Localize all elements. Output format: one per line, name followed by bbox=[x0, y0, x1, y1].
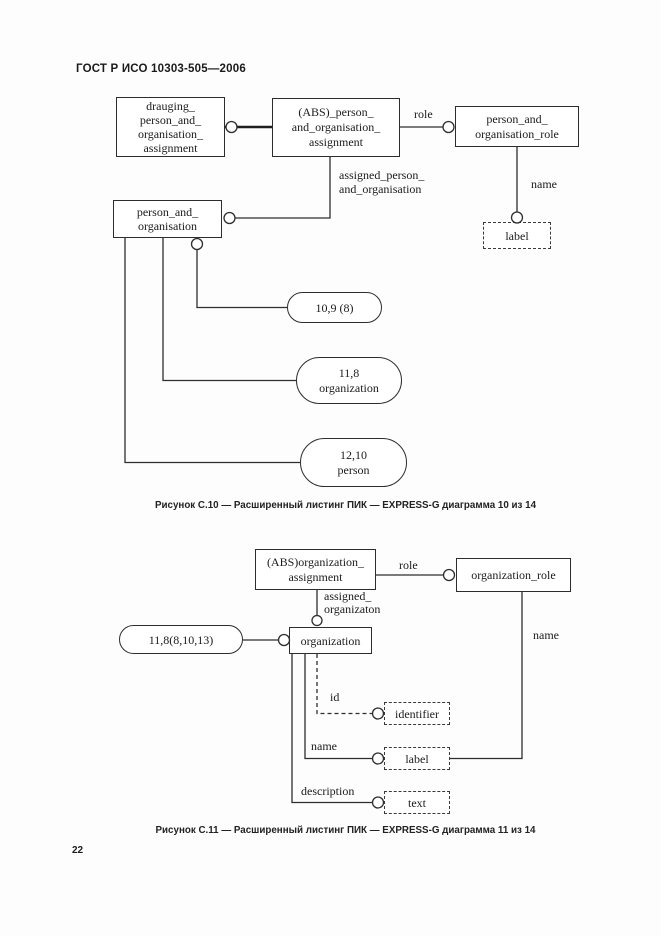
d10-ref-line-1210 bbox=[124, 238, 300, 464]
figure10-caption: Рисунок С.10 — Расширенный листинг ПИК —… bbox=[154, 500, 537, 511]
page-number: 22 bbox=[72, 845, 84, 856]
d10-name-line bbox=[510, 147, 524, 224]
entity-abs-person-and-organisation-assignment: (ABS)_person_ and_organisation_ assignme… bbox=[272, 98, 400, 157]
d10-supertype-line bbox=[225, 120, 272, 134]
figure11-caption: Рисунок С.11 — Расширенный листинг ПИК —… bbox=[155, 825, 536, 836]
page-ref-12-10-person: 12,10 person bbox=[300, 438, 407, 487]
entity-drauging-person-and-organisation-assignment: drauging_ person_and_ organisation_ assi… bbox=[116, 97, 225, 157]
d10-ref-line-109 bbox=[190, 237, 287, 309]
d11-id-line bbox=[316, 654, 385, 720]
entity-person-and-organisation-role: person_and_ organisation_role bbox=[455, 106, 579, 147]
attribute-label-role: role bbox=[414, 107, 433, 121]
attribute-label-id: id bbox=[330, 690, 340, 704]
d11-assigned-line bbox=[311, 590, 323, 627]
entity-person-and-organisation: person_and_ organisation bbox=[113, 200, 222, 238]
type-box-label: label bbox=[384, 747, 450, 770]
attribute-label-assigned-person-and-organisation: assigned_person_ and_organisation bbox=[339, 168, 425, 196]
attribute-label-description: description bbox=[301, 784, 355, 798]
type-box-text: text bbox=[384, 791, 450, 814]
d11-orgrole-name-line bbox=[450, 592, 523, 760]
attribute-label-name: name bbox=[311, 739, 337, 753]
d10-ref-line-118 bbox=[162, 238, 296, 382]
entity-abs-organization-assignment: (ABS)organization_ assignment bbox=[255, 549, 376, 590]
page-ref-10-9-8: 10,9 (8) bbox=[287, 292, 382, 323]
attribute-label-name-right: name bbox=[533, 628, 559, 642]
type-box-label: label bbox=[483, 222, 551, 249]
page-ref-11-8-organization: 11,8 organization bbox=[296, 357, 402, 404]
page-ref-11-8-8-10-13: 11,8(8,10,13) bbox=[119, 625, 243, 654]
d11-ref-line bbox=[243, 633, 291, 647]
d10-assigned-line bbox=[223, 157, 331, 225]
attribute-label-role: role bbox=[399, 558, 418, 572]
document-header: ГОСТ Р ИСО 10303-505—2006 bbox=[76, 63, 246, 75]
entity-organization-role: organization_role bbox=[456, 558, 571, 592]
attribute-label-assigned-organizaton: assigned_ organizaton bbox=[324, 589, 381, 616]
type-box-identifier: identifier bbox=[384, 702, 450, 725]
attribute-label-name: name bbox=[531, 177, 557, 191]
entity-organization: organization bbox=[289, 627, 372, 654]
d10-role-line bbox=[400, 120, 455, 134]
